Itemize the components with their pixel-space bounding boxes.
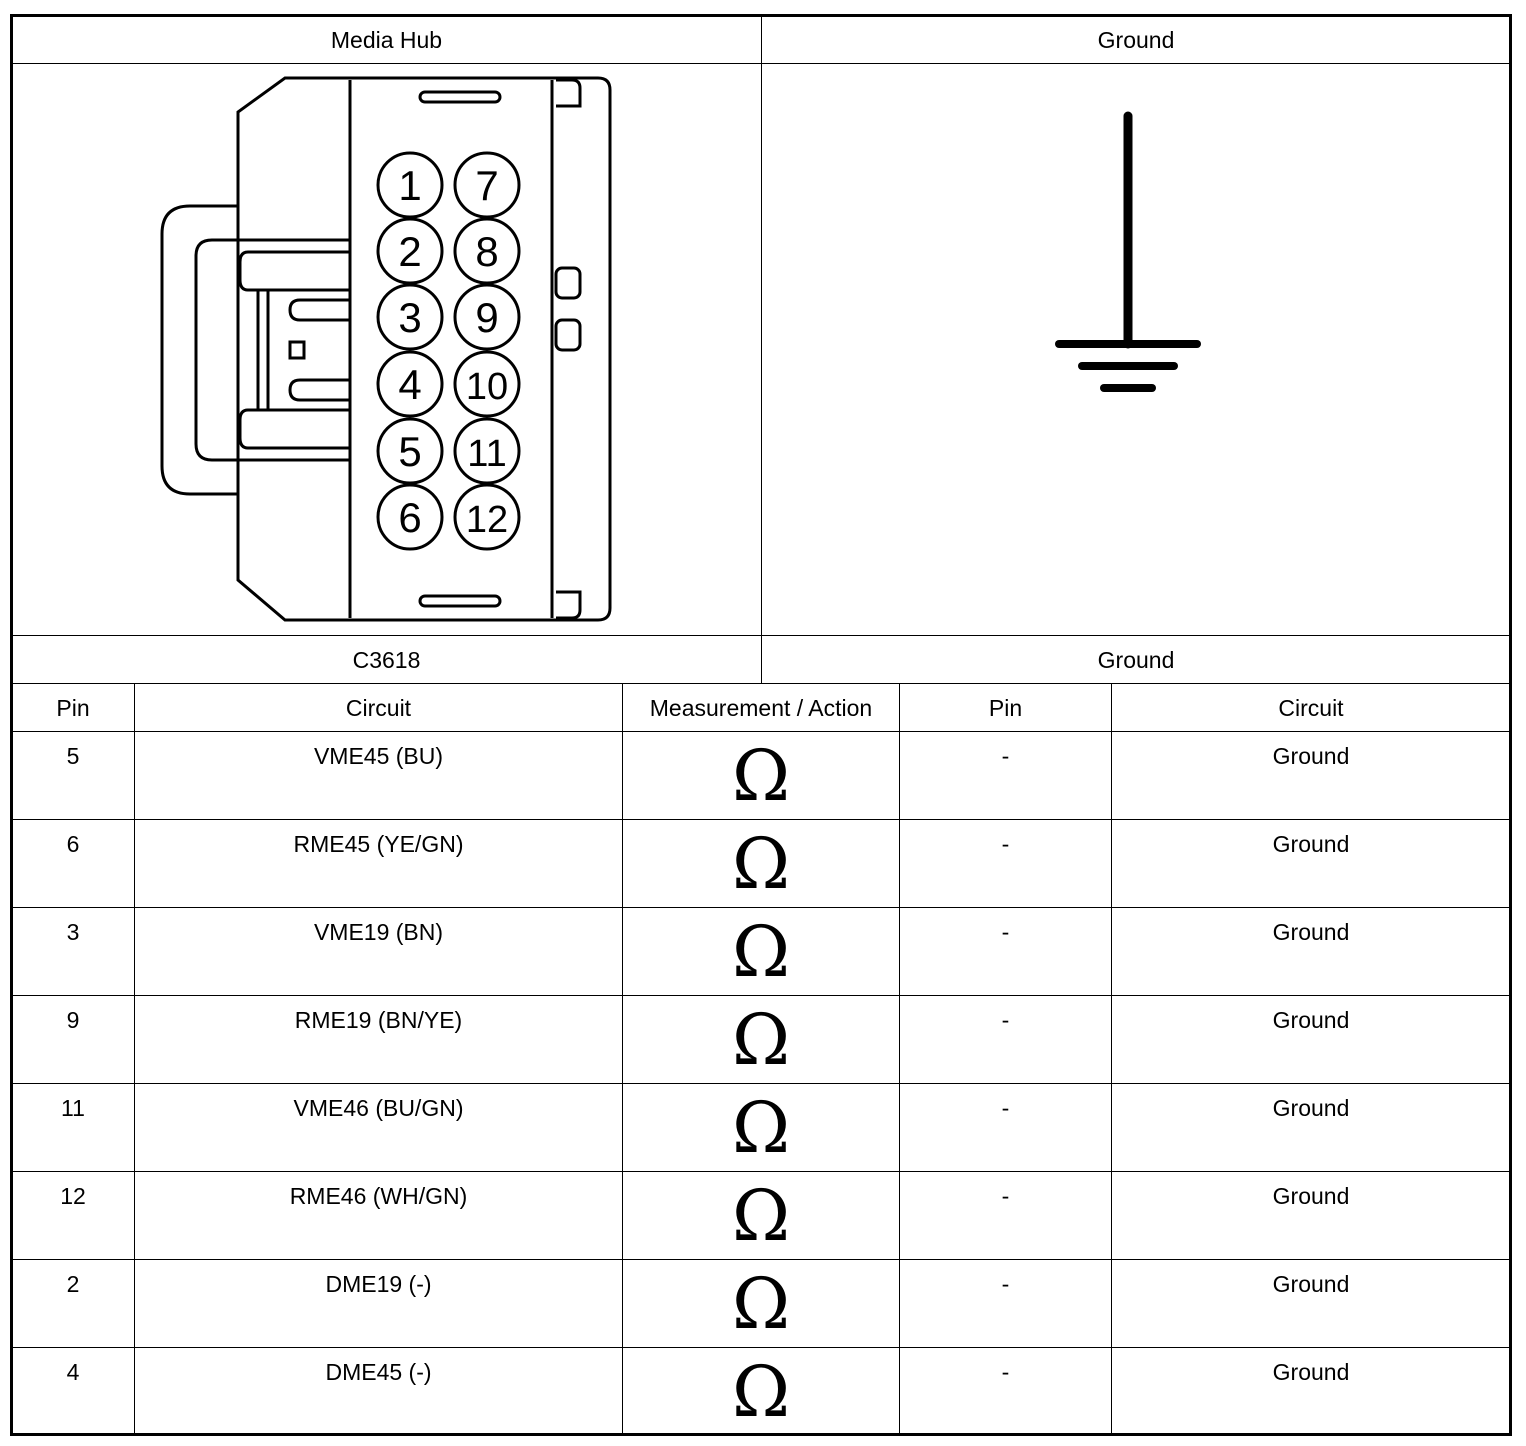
pin-1-label: 1 xyxy=(398,162,421,209)
row-circuit: VME19 (BN) xyxy=(313,919,444,945)
row-pin: 11 xyxy=(61,1095,85,1121)
row-pin: 6 xyxy=(66,831,80,857)
row-circuit-2: Ground xyxy=(1272,743,1350,769)
row-divider xyxy=(12,1171,1510,1172)
pin-8-outline xyxy=(453,217,521,285)
ohm-icon: Ω xyxy=(731,911,791,993)
row-circuit: DME19 (-) xyxy=(325,1271,432,1297)
divider xyxy=(761,16,762,684)
row-divider xyxy=(12,995,1510,996)
row-circuit: DME45 (-) xyxy=(325,1359,432,1385)
ohm-icon: Ω xyxy=(731,1087,791,1169)
row-circuit-2: Ground xyxy=(1272,919,1350,945)
pin-2-label: 2 xyxy=(398,228,421,275)
ohm-icon: Ω xyxy=(731,1351,791,1433)
row-divider xyxy=(12,1347,1510,1348)
pin-3-label: 3 xyxy=(398,294,421,341)
pin-4-label: 4 xyxy=(398,361,421,408)
row-pin: 3 xyxy=(66,919,80,945)
row-pin-2: - xyxy=(1001,919,1010,945)
pin-5-outline xyxy=(376,417,444,485)
row-pin-2: - xyxy=(1001,1183,1010,1209)
row-pin: 2 xyxy=(66,1271,80,1297)
pin-10-outline xyxy=(453,350,521,418)
ohm-icon: Ω xyxy=(731,999,791,1081)
pin-8-label: 8 xyxy=(475,228,498,275)
row-circuit-2: Ground xyxy=(1272,1095,1350,1121)
pin-6-outline xyxy=(376,483,444,551)
column-header-measurement: Measurement / Action xyxy=(649,695,873,721)
row-circuit-2: Ground xyxy=(1272,831,1350,857)
row-divider xyxy=(12,907,1510,908)
row-pin: 4 xyxy=(66,1359,80,1385)
row-pin-2: - xyxy=(1001,1271,1010,1297)
row-pin: 5 xyxy=(66,743,80,769)
ohm-icon: Ω xyxy=(731,735,791,817)
row-circuit: RME46 (WH/GN) xyxy=(289,1183,468,1209)
pin-1-outline xyxy=(376,151,444,219)
column-header-circuit: Circuit xyxy=(345,695,412,721)
page-frame xyxy=(10,14,1512,1436)
row-pin-2: - xyxy=(1001,1007,1010,1033)
pin-11-outline xyxy=(453,417,521,485)
column-header-pin-2: Pin xyxy=(988,695,1023,721)
header-left-title: Media Hub xyxy=(330,27,443,53)
ground-symbol-icon xyxy=(1055,111,1201,392)
ohm-icon: Ω xyxy=(731,1263,791,1345)
ohm-icon: Ω xyxy=(731,823,791,905)
row-pin-2: - xyxy=(1001,1359,1010,1385)
row-divider xyxy=(12,1259,1510,1260)
connector-id-left: C3618 xyxy=(352,647,421,673)
row-circuit-2: Ground xyxy=(1272,1359,1350,1385)
pin-9-outline xyxy=(453,283,521,351)
pin-6-label: 6 xyxy=(398,494,421,541)
row-divider xyxy=(12,1083,1510,1084)
row-pin-2: - xyxy=(1001,1095,1010,1121)
pin-4-outline xyxy=(376,350,444,418)
connector-id-right: Ground xyxy=(1097,647,1175,673)
ohm-icon: Ω xyxy=(731,1175,791,1257)
divider xyxy=(899,683,900,1434)
divider xyxy=(134,683,135,1434)
row-circuit: VME46 (BU/GN) xyxy=(293,1095,464,1121)
column-header-circuit-2: Circuit xyxy=(1278,695,1344,721)
row-circuit-2: Ground xyxy=(1272,1183,1350,1209)
pin-9-label: 9 xyxy=(475,294,498,341)
row-circuit: RME45 (YE/GN) xyxy=(293,831,464,857)
row-pin-2: - xyxy=(1001,831,1010,857)
row-circuit: VME45 (BU) xyxy=(313,743,444,769)
row-circuit: RME19 (BN/YE) xyxy=(294,1007,463,1033)
column-header-pin: Pin xyxy=(56,695,90,721)
row-pin-2: - xyxy=(1001,743,1010,769)
header-right-title: Ground xyxy=(1097,27,1175,53)
row-circuit-2: Ground xyxy=(1272,1007,1350,1033)
divider xyxy=(622,683,623,1434)
row-divider xyxy=(12,819,1510,820)
pin-5-label: 5 xyxy=(398,428,421,475)
pin-7-label: 7 xyxy=(475,162,498,209)
row-circuit-2: Ground xyxy=(1272,1271,1350,1297)
divider xyxy=(1111,683,1112,1434)
row-pin: 12 xyxy=(60,1183,86,1209)
pin-10-label: 10 xyxy=(466,366,508,408)
pin-12-outline xyxy=(453,483,521,551)
pin-2-outline xyxy=(376,217,444,285)
pin-3-outline xyxy=(376,283,444,351)
pin-7-outline xyxy=(453,151,521,219)
divider xyxy=(12,731,1510,732)
pin-12-label: 12 xyxy=(466,499,508,541)
row-pin: 9 xyxy=(66,1007,80,1033)
pin-11-label: 11 xyxy=(467,433,506,475)
